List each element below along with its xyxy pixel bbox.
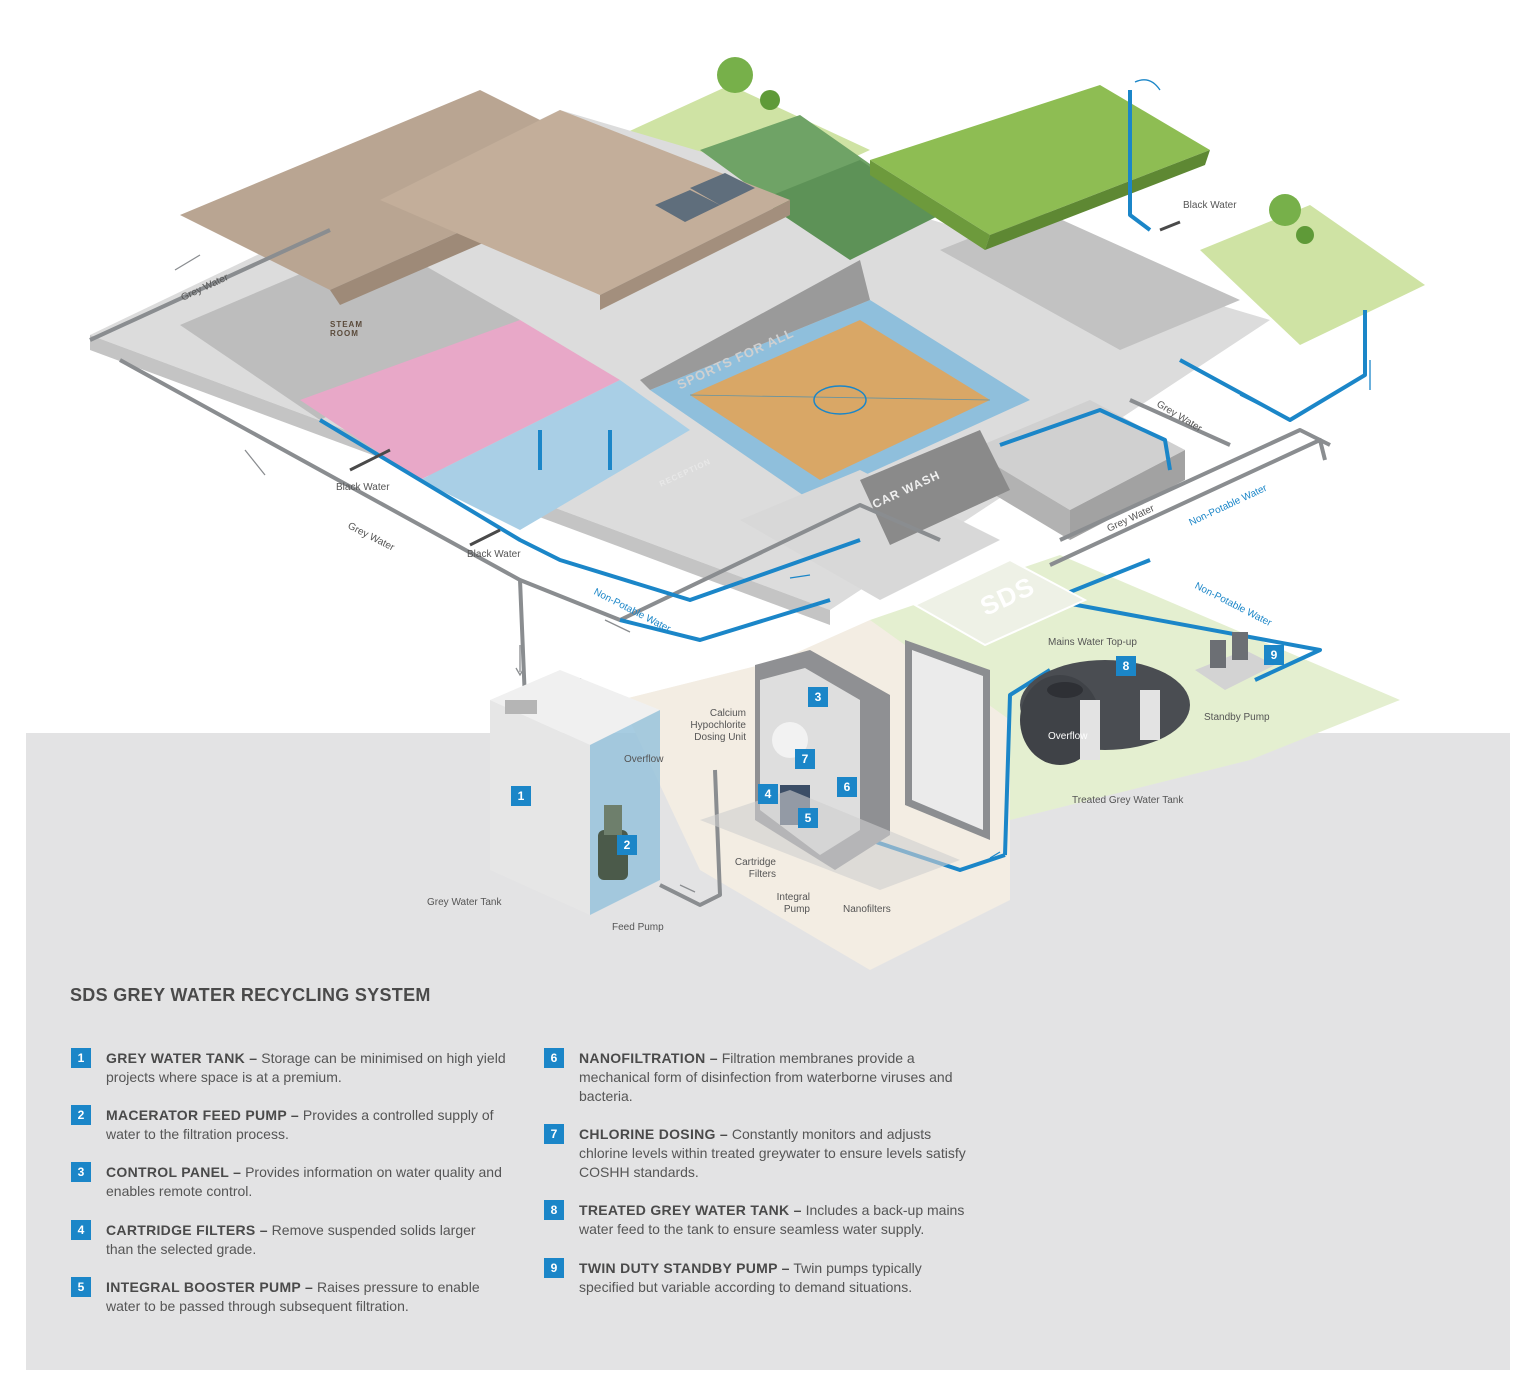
legend-number: 5 [71,1277,91,1297]
label-calcium-1: Calcium [709,708,746,719]
label-mains-top-up: Mains Water Top-up [1048,637,1137,648]
label-feed-pump: Feed Pump [612,922,664,933]
legend-text: Filtration membranes provide a mechanica… [579,1050,953,1104]
legend-heading: CARTRIDGE FILTERS – [106,1222,268,1238]
label-overflow-2: Overflow [1048,731,1088,742]
badge-9: 9 [1264,645,1284,665]
legend-heading: CONTROL PANEL – [106,1164,242,1180]
legend-text: Provides a controlled supply of water to… [106,1107,494,1142]
label-cartridge-2: Filters [748,869,776,880]
legend-number: 4 [71,1220,91,1240]
badge-6: 6 [837,777,857,797]
badge-8: 8 [1116,656,1136,676]
label-black-water-3: Black Water [1183,200,1237,211]
legend-heading: CHLORINE DOSING – [579,1126,729,1142]
badge-2: 2 [617,835,637,855]
legend-number: 9 [544,1258,564,1278]
legend-number: 1 [71,1048,91,1068]
legend-text: Twin pumps typically specified but varia… [579,1260,922,1295]
legend-heading: TREATED GREY WATER TANK – [579,1202,802,1218]
legend-heading: INTEGRAL BOOSTER PUMP – [106,1279,314,1295]
legend-heading: NANOFILTRATION – [579,1050,718,1066]
legend-text: Raises pressure to enable water to be pa… [106,1279,480,1314]
legend-number: 3 [71,1162,91,1182]
label-nanofilters: Nanofilters [843,904,891,915]
legend-title: SDS GREY WATER RECYCLING SYSTEM [70,985,431,1005]
label-black-water-2: Black Water [467,549,521,560]
badge-4: 4 [758,784,778,804]
legend-number: 6 [544,1048,564,1068]
badge-1: 1 [511,786,531,806]
label-calcium-2: Hypochlorite [690,720,746,731]
building-illustration [89,57,1425,970]
legend-number: 7 [544,1124,564,1144]
legend-number: 8 [544,1200,564,1220]
label-cartridge-1: Cartridge [734,857,776,868]
label-treated-tank: Treated Grey Water Tank [1072,795,1184,806]
label-overflow-1: Overflow [624,754,664,765]
label-grey-water-tank: Grey Water Tank [427,897,502,908]
badge-7: 7 [795,749,815,769]
label-integral-1: Integral [776,892,810,903]
label-calcium-3: Dosing Unit [694,732,746,743]
legend-heading: MACERATOR FEED PUMP – [106,1107,299,1123]
legend-text: Storage can be minimised on high yield p… [106,1050,506,1085]
legend-text: Provides information on water quality an… [106,1164,502,1199]
legend-text: Includes a back-up mains water feed to t… [579,1202,965,1237]
legend-heading: TWIN DUTY STANDBY PUMP – [579,1260,790,1276]
badge-5: 5 [798,808,818,828]
badge-3: 3 [808,687,828,707]
label-standby-pump: Standby Pump [1204,712,1270,723]
legend-number: 2 [71,1105,91,1125]
legend-heading: GREY WATER TANK – [106,1050,258,1066]
label-integral-2: Pump [783,904,810,915]
legend-text: Constantly monitors and adjusts chlorine… [579,1126,966,1180]
legend-text: Remove suspended solids larger than the … [106,1222,476,1257]
sign-steam-room: STEAM ROOM [330,320,363,338]
label-black-water-1: Black Water [336,482,390,493]
